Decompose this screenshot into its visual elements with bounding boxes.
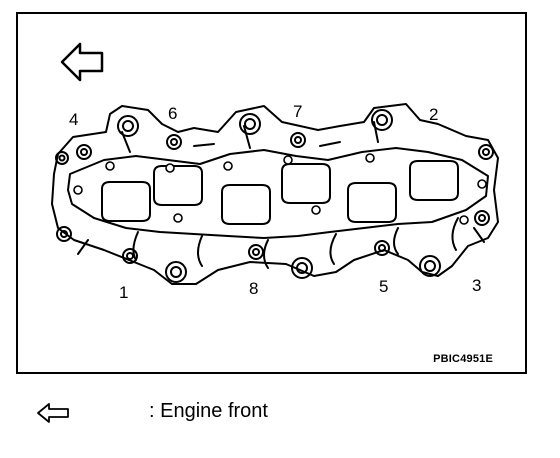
port-2 [153, 165, 203, 206]
callout-1: 1 [119, 283, 129, 302]
legend-label: : Engine front [149, 400, 268, 422]
legend: : Engine front [36, 398, 436, 430]
callout-6: 6 [168, 104, 178, 123]
callout-8: 8 [249, 279, 259, 298]
callout-3: 3 [472, 276, 482, 295]
callout-5: 5 [379, 277, 389, 296]
bolt-bottom-2 [291, 257, 313, 279]
nut-5 [166, 134, 182, 150]
nut-2 [478, 144, 494, 160]
nut-1 [122, 248, 138, 264]
port-3 [221, 184, 271, 225]
nut-3 [474, 210, 490, 226]
gasket-flange [67, 147, 489, 239]
port-5 [347, 182, 397, 223]
manifold-outline [51, 103, 499, 285]
left-arrow-icon [37, 403, 69, 423]
nut-4 [76, 144, 92, 160]
bolt-top-1 [117, 115, 139, 137]
callout-4: 4 [69, 110, 79, 129]
nut-9 [248, 244, 264, 260]
figure-code: PBIC4951E [433, 353, 493, 365]
port-6 [409, 160, 459, 201]
bolt-bottom-1 [165, 261, 187, 283]
nut-10 [374, 240, 390, 256]
nut-7 [55, 151, 69, 165]
bolt-top-3 [371, 109, 393, 131]
left-arrow-icon [60, 42, 104, 82]
port-1 [101, 181, 151, 222]
bolt-top-2 [239, 113, 261, 135]
port-4 [281, 163, 331, 204]
nut-6 [290, 132, 306, 148]
diagram-frame: 4 6 7 2 1 8 5 3 PBIC4951E [16, 12, 527, 374]
bolt-bottom-3 [419, 255, 441, 277]
nut-8 [56, 226, 72, 242]
callout-7: 7 [293, 102, 303, 121]
intake-manifold-drawing [51, 42, 499, 285]
callout-2: 2 [429, 105, 439, 124]
